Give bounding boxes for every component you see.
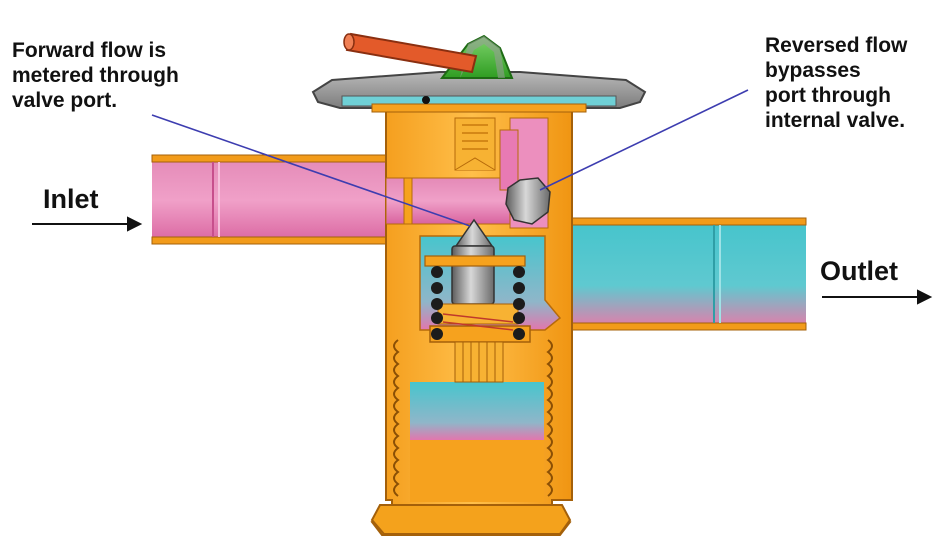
inlet-label: Inlet (43, 184, 99, 214)
check-valve-ball (505, 177, 551, 225)
inlet-pipe (151, 154, 411, 245)
spring (431, 266, 525, 340)
outlet-label: Outlet (820, 256, 898, 286)
reversed-flow-label: Reversed flow bypasses port through inte… (765, 34, 908, 132)
forward-flow-label: Forward flow is metered through valve po… (12, 39, 179, 112)
outlet-arrow (822, 289, 933, 305)
outlet-pipe (547, 217, 807, 331)
reversed-callout-line (539, 89, 749, 191)
capillary-tube (343, 32, 478, 74)
forward-callout-line (151, 114, 471, 227)
valve-needle (424, 218, 526, 325)
callout-lines (151, 89, 749, 227)
inlet-arrow (32, 216, 143, 232)
